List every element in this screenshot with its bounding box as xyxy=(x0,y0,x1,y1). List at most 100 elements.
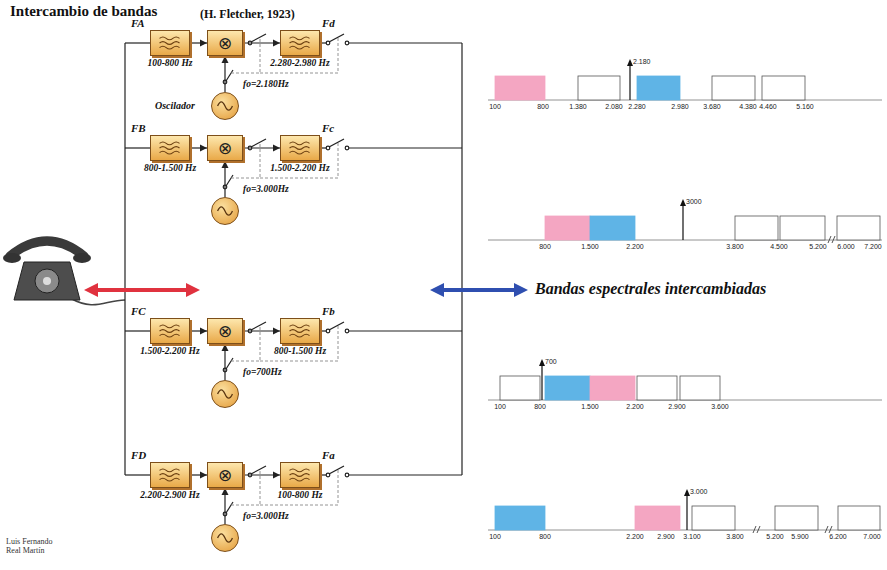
filter-box: 100-800 Hz xyxy=(280,462,320,488)
axis-tick-label: 2.980 xyxy=(671,103,689,110)
mixer-symbol: ⊗ xyxy=(208,136,242,160)
filter-symbol xyxy=(151,319,189,343)
wire xyxy=(125,34,462,516)
axis-tick-label: 800 xyxy=(539,533,551,540)
signal-connector xyxy=(224,161,225,197)
sine-symbol xyxy=(212,381,238,407)
axis-tick-label: 6.000 xyxy=(837,243,855,250)
axis-tick-label: 2.900 xyxy=(668,403,686,410)
axis-tick-label: 5.160 xyxy=(796,103,814,110)
carrier-label: 3000 xyxy=(686,198,702,205)
oscillator-circle: fo=700Hz xyxy=(211,380,239,408)
signal-connector xyxy=(190,147,207,148)
port-label: FB xyxy=(131,122,146,134)
passband-label: 2.280-2.980 Hz xyxy=(270,58,329,68)
filter-symbol xyxy=(281,463,319,487)
component-label: Oscilador xyxy=(155,100,195,111)
axis-tick-label: 2.080 xyxy=(605,103,623,110)
frequency-label: fo=700Hz xyxy=(243,367,282,377)
axis-tick-label: 1.380 xyxy=(569,103,587,110)
axis-tick-label: 7.000 xyxy=(863,533,881,540)
oscillator-circle: fo=3.000Hz xyxy=(211,524,239,552)
filter-symbol xyxy=(151,136,189,160)
filter-symbol xyxy=(151,463,189,487)
signal-connector xyxy=(243,147,280,148)
mixer-symbol: ⊗ xyxy=(208,31,242,55)
spectrum xyxy=(488,199,882,243)
filter-box: 100-800 Hz xyxy=(150,30,190,56)
passband-label: 1.500-2.200 Hz xyxy=(140,346,199,356)
port-label: Fc xyxy=(322,122,334,134)
carrier-label: 3.000 xyxy=(690,488,708,495)
signal-connector xyxy=(224,488,225,524)
mixer-symbol: ⊗ xyxy=(208,319,242,343)
mixer-box: ⊗ xyxy=(207,135,243,161)
axis-tick-label: 5.200 xyxy=(809,243,827,250)
filter-box: 800-1.500 Hz xyxy=(280,318,320,344)
frequency-label: fo=3.000Hz xyxy=(243,511,289,521)
filter-box: 2.280-2.980 Hz xyxy=(280,30,320,56)
port-label: FD xyxy=(131,449,146,461)
axis-tick-label: 800 xyxy=(539,243,551,250)
signal-connector xyxy=(224,56,225,92)
filter-box: 1.500-2.200 Hz xyxy=(150,318,190,344)
caption-label: Bandas espectrales intercambiadas xyxy=(535,280,766,298)
filter-box: 2.200-2.900 Hz xyxy=(150,462,190,488)
axis-tick-label: 2.200 xyxy=(626,533,644,540)
signal-connector xyxy=(224,344,225,380)
passband-label: 100-800 Hz xyxy=(277,490,322,500)
axis-tick-label: 5.200 xyxy=(766,533,784,540)
axis-tick-label: 4.460 xyxy=(759,103,777,110)
signal-connector xyxy=(243,42,280,43)
axis-tick-label: 7.200 xyxy=(864,243,882,250)
axis-tick-label: 6.200 xyxy=(829,533,847,540)
axis-tick-label: 3.600 xyxy=(711,403,729,410)
sine-symbol xyxy=(212,198,238,224)
spectrum xyxy=(488,59,882,100)
axis-tick-label: 3.800 xyxy=(726,243,744,250)
carrier-label: 2.180 xyxy=(633,58,651,65)
spectrum xyxy=(488,359,882,400)
mixer-box: ⊗ xyxy=(207,30,243,56)
axis-tick-label: 5.900 xyxy=(791,533,809,540)
axis-tick-label: 100 xyxy=(494,403,506,410)
axis-tick-label: 4.500 xyxy=(770,243,788,250)
axis-tick-label: 3.100 xyxy=(683,533,701,540)
sine-symbol xyxy=(212,93,238,119)
filter-symbol xyxy=(281,31,319,55)
axis-tick-label: 2.900 xyxy=(657,533,675,540)
filter-symbol xyxy=(281,136,319,160)
filter-box: 1.500-2.200 Hz xyxy=(280,135,320,161)
axis-tick-label: 1.500 xyxy=(581,243,599,250)
passband-label: 800-1.500 Hz xyxy=(274,346,326,356)
filter-symbol xyxy=(151,31,189,55)
signal-connector xyxy=(190,330,207,331)
mixer-box: ⊗ xyxy=(207,462,243,488)
citation: (H. Fletcher, 1923) xyxy=(200,7,295,22)
double-arrow xyxy=(430,283,528,297)
signal-connector xyxy=(190,42,207,43)
axis-tick-label: 2.200 xyxy=(626,243,644,250)
port-label: Fb xyxy=(322,305,335,317)
telephone-icon xyxy=(3,241,125,305)
axis-tick-label: 100 xyxy=(489,533,501,540)
axis-tick-label: 3.800 xyxy=(726,533,744,540)
frequency-label: fo=3.000Hz xyxy=(243,184,289,194)
frequency-label: fo=2.180Hz xyxy=(243,79,289,89)
passband-label: 100-800 Hz xyxy=(147,58,192,68)
axis-tick-label: 100 xyxy=(489,103,501,110)
axis-tick-label: 800 xyxy=(534,403,546,410)
carrier-label: 700 xyxy=(545,358,557,365)
passband-label: 1.500-2.200 Hz xyxy=(270,163,329,173)
port-label: Fd xyxy=(322,17,335,29)
port-label: FA xyxy=(131,17,145,29)
axis-tick-label: 2.280 xyxy=(628,103,646,110)
port-label: Fa xyxy=(322,449,335,461)
signal-connector xyxy=(243,330,280,331)
spectrum xyxy=(488,489,882,533)
axis-tick-label: 4.380 xyxy=(739,103,757,110)
oscillator-circle: fo=3.000Hz xyxy=(211,197,239,225)
signal-connector xyxy=(243,474,280,475)
double-arrow xyxy=(84,283,200,297)
